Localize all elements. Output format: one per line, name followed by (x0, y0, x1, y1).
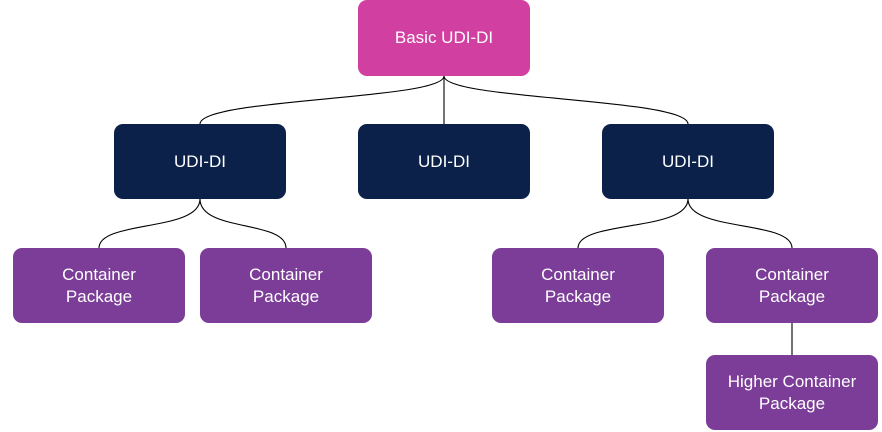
node-udi-di-2: UDI-DI (358, 124, 530, 199)
node-udi-di-3: UDI-DI (602, 124, 774, 199)
node-container-package-2-label: Container Package (249, 264, 323, 306)
connector-udi-1-to-container-1 (98, 198, 201, 249)
connector-udi-1-to-container-2 (199, 198, 287, 249)
connector-udi-3-to-container-3 (577, 198, 689, 249)
node-container-package-3-label: Container Package (541, 264, 615, 306)
node-container-package-3: Container Package (492, 248, 664, 323)
node-higher-container-package-label: Higher Container Package (727, 371, 857, 413)
node-higher-container-package: Higher Container Package (706, 355, 878, 430)
node-udi-di-3-label: UDI-DI (662, 151, 714, 171)
node-udi-di-2-label: UDI-DI (418, 151, 470, 171)
connector-basic-to-udi-3 (443, 75, 689, 125)
node-basic-udi-di-label: Basic UDI-DI (394, 28, 494, 47)
connector-basic-to-udi-1 (199, 75, 445, 125)
node-udi-di-1: UDI-DI (114, 124, 286, 199)
connector-udi-3-to-container-4 (687, 198, 793, 249)
node-container-package-1: Container Package (13, 248, 185, 323)
node-udi-di-1-label: UDI-DI (174, 151, 226, 171)
node-container-package-1-label: Container Package (62, 264, 136, 306)
node-container-package-4: Container Package (706, 248, 878, 323)
node-basic-udi-di: Basic UDI-DI (358, 0, 530, 76)
node-container-package-4-label: Container Package (755, 264, 829, 306)
node-container-package-2: Container Package (200, 248, 372, 323)
